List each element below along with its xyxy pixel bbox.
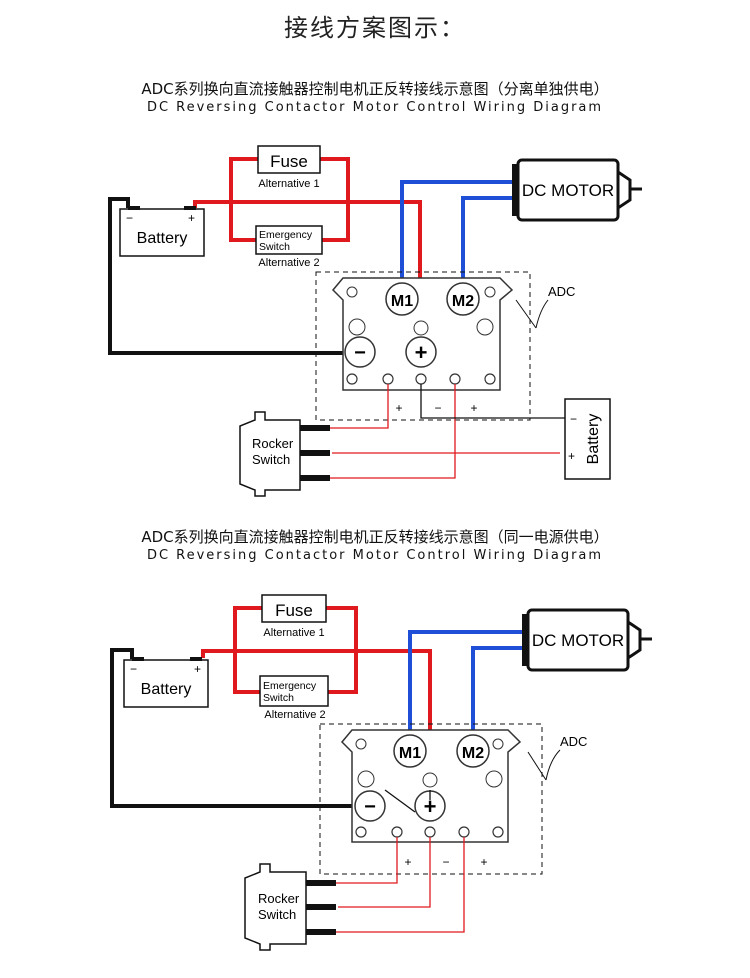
- battery-plus-2: +: [194, 662, 201, 676]
- rocker-label-1-line1: Rocker: [252, 436, 294, 451]
- switch-label-1: Switch: [259, 241, 290, 253]
- motor-wires-1: [400, 180, 514, 288]
- battery-1: − + Battery: [119, 206, 205, 257]
- adc-label-1: ADC: [548, 284, 575, 299]
- control-battery-label-1: Battery: [585, 414, 602, 465]
- switch-label-2: Switch: [263, 692, 294, 704]
- coil-minus-1: −: [434, 401, 441, 415]
- emergency-label-2: Emergency: [263, 680, 317, 692]
- rocker-label-2-line2: Switch: [258, 907, 296, 922]
- power-wires-1: [193, 157, 422, 345]
- fuse-box-1: Fuse Alternative 1: [257, 145, 321, 190]
- coil-plus-right-2: +: [480, 855, 487, 869]
- alternative-2-label-1: Alternative 2: [258, 257, 319, 269]
- emergency-switch-1: Emergency Switch Alternative 2: [255, 225, 323, 269]
- coil-plus-right-1: +: [470, 401, 477, 415]
- fuse-box-2: Fuse Alternative 1: [261, 594, 327, 639]
- contactor-1: M1 M2 − + ADC + − +: [315, 271, 575, 421]
- rocker-switch-1: Rocker Switch: [239, 411, 330, 497]
- dc-motor-label-1: DC MOTOR: [522, 181, 614, 200]
- coil-plus-left-1: +: [395, 401, 402, 415]
- diagram-1-en-title: DC Reversing Contactor Motor Control Wir…: [146, 100, 604, 115]
- alternative-1-label-2: Alternative 1: [263, 627, 324, 639]
- rocker-label-2-line1: Rocker: [258, 891, 300, 906]
- terminal-minus-1: −: [354, 342, 366, 364]
- rocker-label-1-line2: Switch: [252, 452, 290, 467]
- m1-label-1: M1: [391, 293, 413, 310]
- signal-wires-1: [300, 384, 565, 479]
- rocker-switch-2: Rocker Switch: [244, 863, 336, 951]
- emergency-switch-2: Emergency Switch Alternative 2: [259, 675, 329, 721]
- battery-label-2: Battery: [141, 681, 192, 698]
- motor-wires-2: [408, 630, 524, 739]
- m2-label-2: M2: [462, 745, 484, 762]
- emergency-label-1: Emergency: [259, 229, 313, 241]
- fuse-label-2: Fuse: [275, 601, 313, 620]
- diagram-1-cn-title: ADC系列换向直流接触器控制电机正反转接线示意图（分离单独供电）: [141, 80, 609, 98]
- battery-plus-1: +: [188, 211, 195, 225]
- control-battery-minus-1: −: [570, 412, 577, 426]
- dc-motor-label-2: DC MOTOR: [532, 631, 624, 650]
- coil-minus-2: −: [442, 855, 449, 869]
- wiring-diagram-1: Fuse Alternative 1 Emergency Switch Alte…: [108, 145, 642, 497]
- terminal-plus-2: +: [424, 794, 437, 819]
- diagram-2-cn-title: ADC系列换向直流接触器控制电机正反转接线示意图（同一电源供电）: [141, 528, 609, 546]
- control-battery-1: − + Battery: [564, 398, 611, 480]
- terminal-minus-2: −: [364, 796, 376, 818]
- battery-minus-2: −: [130, 662, 137, 676]
- dc-motor-1: DC MOTOR: [512, 158, 642, 222]
- alternative-2-label-2: Alternative 2: [264, 709, 325, 721]
- power-wires-2: [201, 606, 432, 795]
- terminal-plus-1: +: [415, 340, 428, 365]
- signal-wires-2: [306, 789, 465, 933]
- ground-wire-1: [108, 197, 348, 355]
- battery-label-1: Battery: [137, 230, 188, 247]
- m2-label-1: M2: [452, 293, 474, 310]
- wiring-diagram-2: Fuse Alternative 1 Emergency Switch Alte…: [110, 594, 652, 951]
- fuse-label-1: Fuse: [270, 152, 308, 171]
- m1-label-2: M1: [399, 745, 421, 762]
- coil-plus-left-2: +: [404, 855, 411, 869]
- battery-minus-1: −: [126, 211, 133, 225]
- diagram-2-en-title: DC Reversing Contactor Motor Control Wir…: [146, 548, 604, 563]
- contactor-2: M1 M2 − + ADC + − +: [319, 723, 587, 875]
- dc-motor-2: DC MOTOR: [522, 608, 652, 672]
- adc-label-2: ADC: [560, 734, 587, 749]
- battery-2: − + Battery: [123, 657, 209, 708]
- alternative-1-label-1: Alternative 1: [258, 178, 319, 190]
- page-title: 接线方案图示：: [284, 14, 466, 42]
- ground-wire-2: [110, 648, 356, 808]
- control-battery-plus-1: +: [568, 449, 575, 463]
